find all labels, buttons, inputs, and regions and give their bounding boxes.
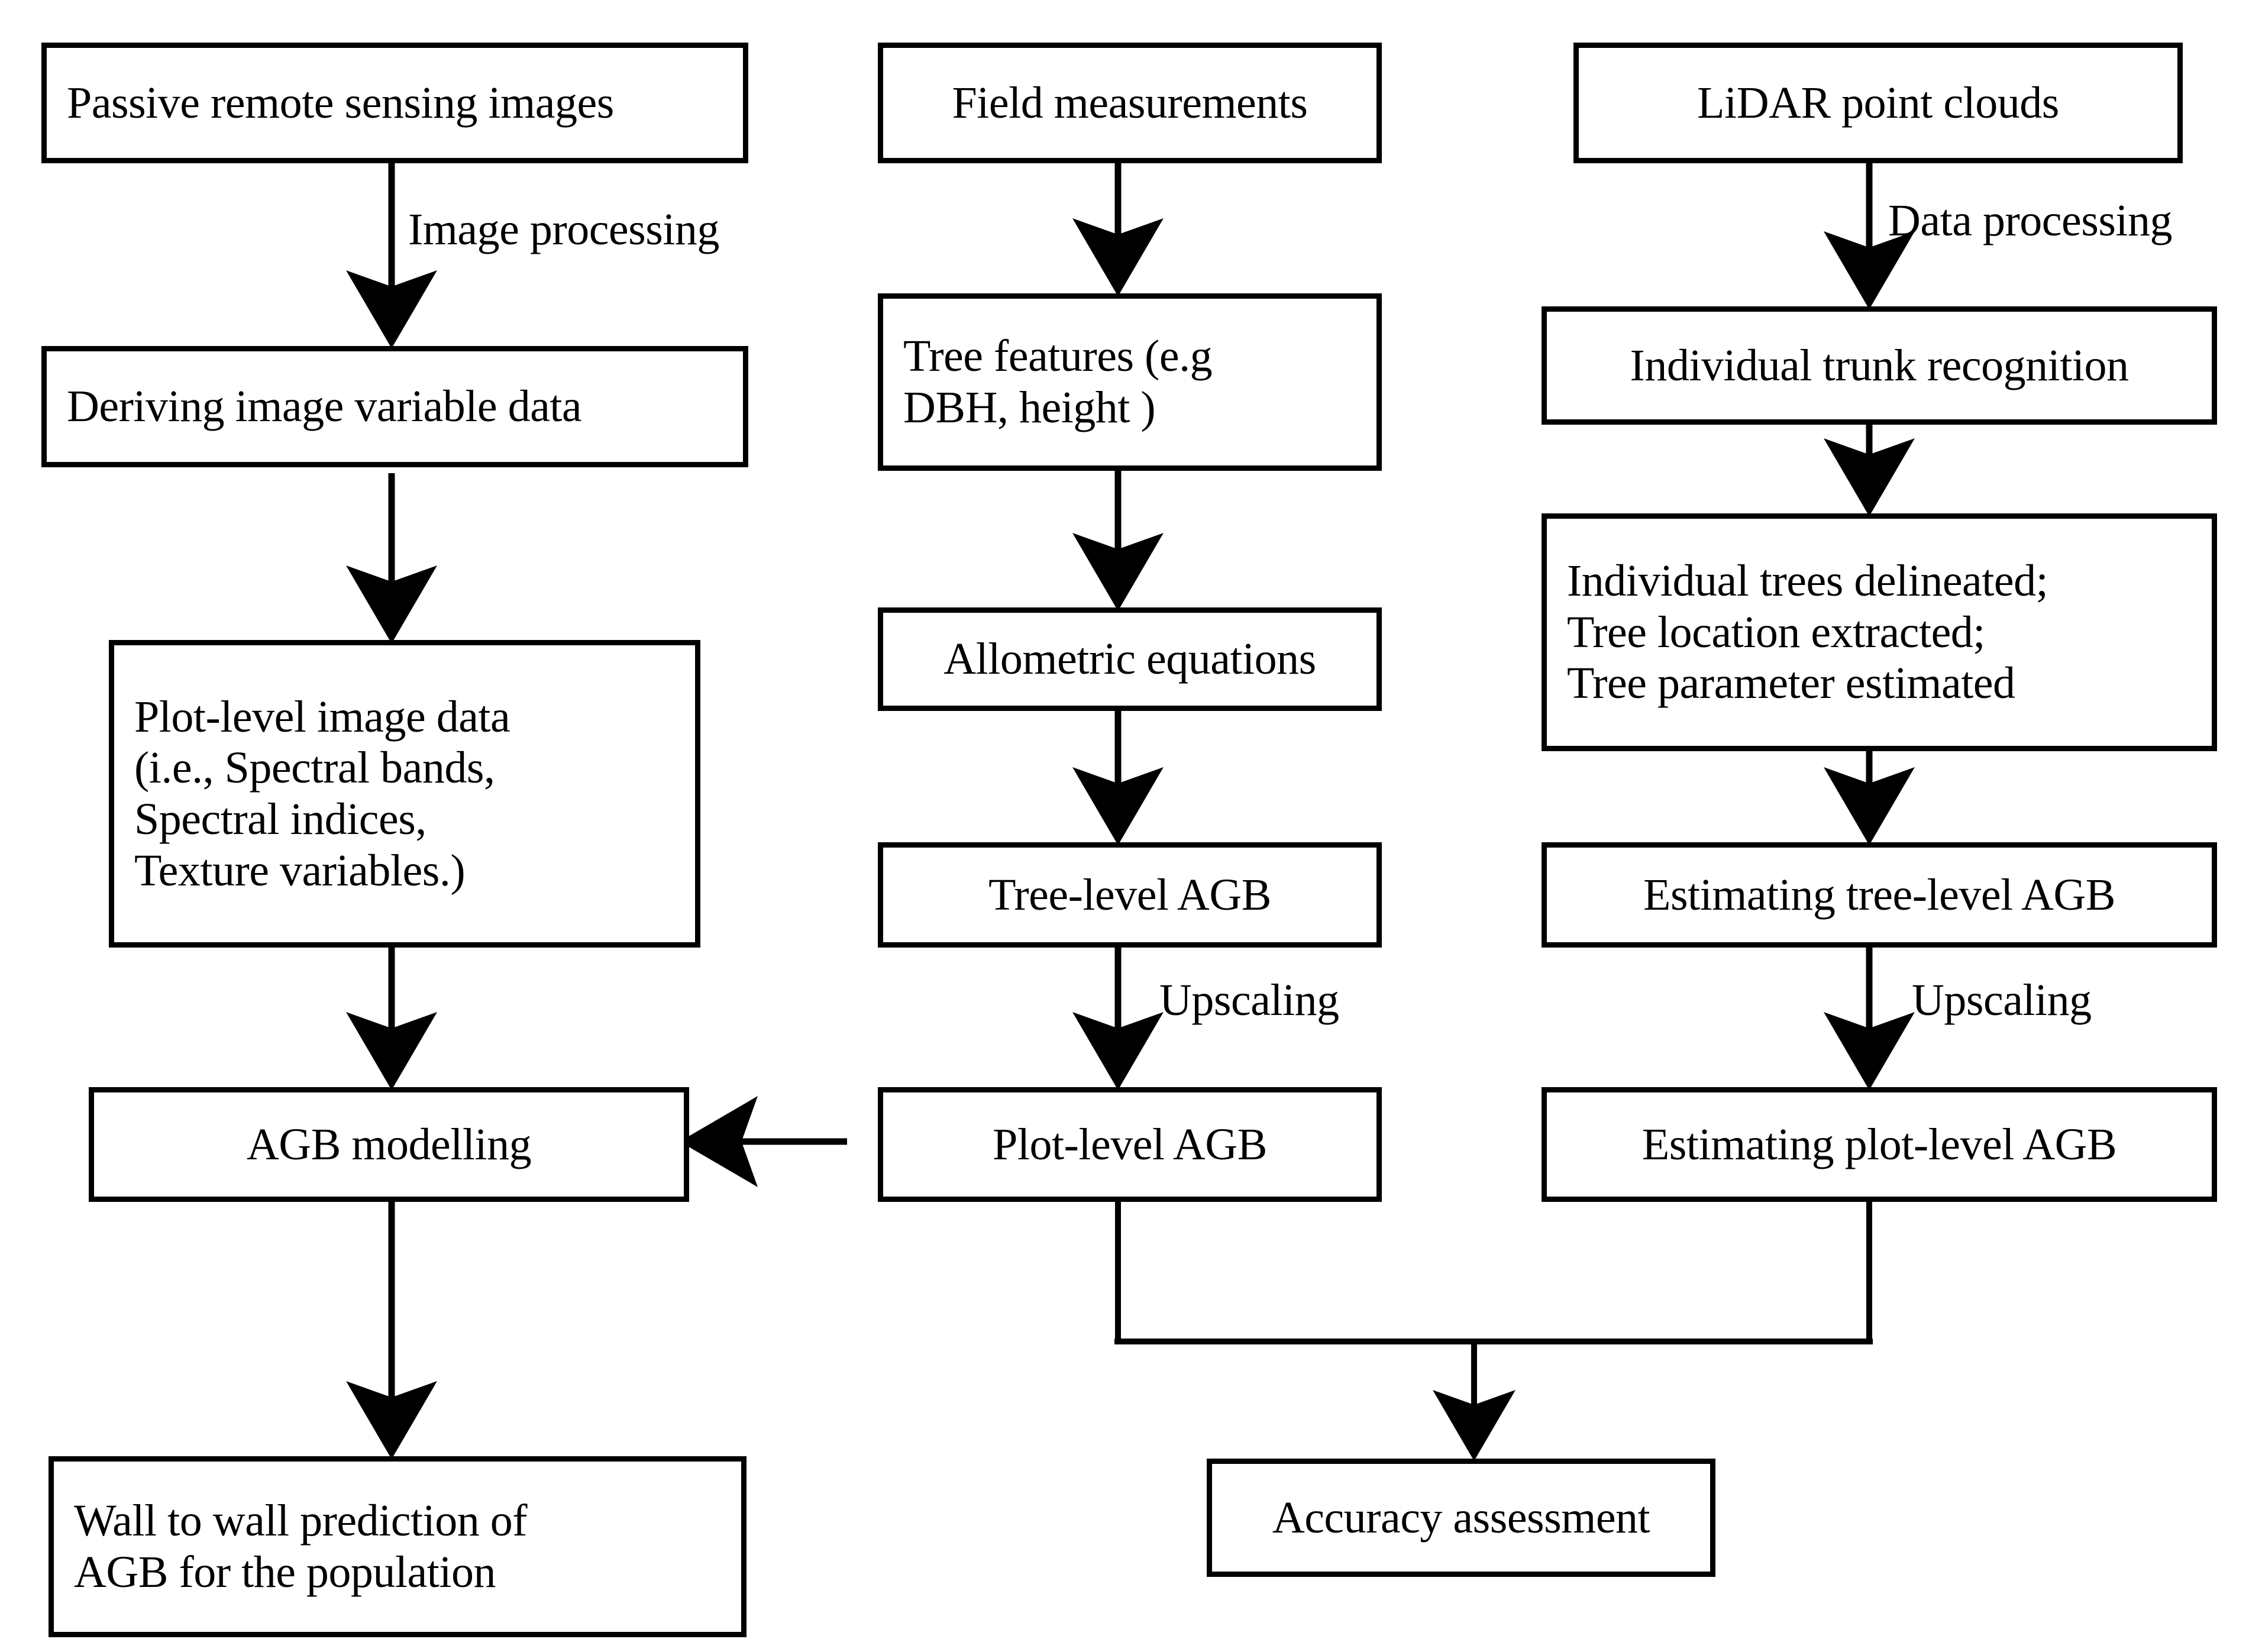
node-lidar-point-clouds[interactable]: LiDAR point clouds [1573,43,2183,163]
node-label: Tree features (e.g DBH, height ) [903,331,1213,432]
node-deriving-image-variable-data[interactable]: Deriving image variable data [41,346,748,467]
edge-label-upscaling-middle: Upscaling [1159,975,1339,1025]
node-label: Allometric equations [943,634,1316,684]
node-accuracy-assessment[interactable]: Accuracy assessment [1207,1459,1715,1577]
edge-label-image-processing: Image processing [408,205,719,254]
node-label: Individual trees delineated; Tree locati… [1567,556,2048,709]
node-label: Plot-level AGB [993,1119,1267,1169]
node-label: AGB modelling [246,1119,532,1169]
node-allometric-equations[interactable]: Allometric equations [878,607,1382,711]
node-agb-modelling[interactable]: AGB modelling [89,1087,689,1202]
node-label: Individual trunk recognition [1630,340,2129,390]
node-label: Accuracy assessment [1272,1492,1650,1543]
node-label: Field measurements [952,77,1308,128]
node-wall-to-wall-prediction[interactable]: Wall to wall prediction of AGB for the p… [49,1456,747,1637]
node-plot-level-image-data[interactable]: Plot-level image data (i.e., Spectral ba… [109,640,700,948]
node-label: Estimating plot-level AGB [1641,1119,2117,1169]
node-individual-trunk-recognition[interactable]: Individual trunk recognition [1542,306,2217,425]
node-tree-level-agb[interactable]: Tree-level AGB [878,842,1382,948]
node-label: Wall to wall prediction of AGB for the p… [74,1496,528,1597]
node-individual-trees-delineated[interactable]: Individual trees delineated; Tree locati… [1542,513,2217,751]
node-plot-level-agb[interactable]: Plot-level AGB [878,1087,1382,1202]
node-estimating-plot-level-agb[interactable]: Estimating plot-level AGB [1542,1087,2217,1202]
node-label: Estimating tree-level AGB [1643,869,2115,920]
node-passive-remote-sensing-images[interactable]: Passive remote sensing images [41,43,748,163]
node-tree-features[interactable]: Tree features (e.g DBH, height ) [878,293,1382,471]
node-label: Plot-level image data (i.e., Spectral ba… [134,691,510,895]
node-label: Deriving image variable data [67,382,582,432]
node-estimating-tree-level-agb[interactable]: Estimating tree-level AGB [1542,842,2217,948]
node-label: Tree-level AGB [988,869,1271,920]
node-label: LiDAR point clouds [1697,77,2059,128]
edge-label-upscaling-right: Upscaling [1912,975,2092,1025]
node-field-measurements[interactable]: Field measurements [878,43,1382,163]
node-label: Passive remote sensing images [67,77,614,128]
edge-label-data-processing: Data processing [1888,196,2173,245]
